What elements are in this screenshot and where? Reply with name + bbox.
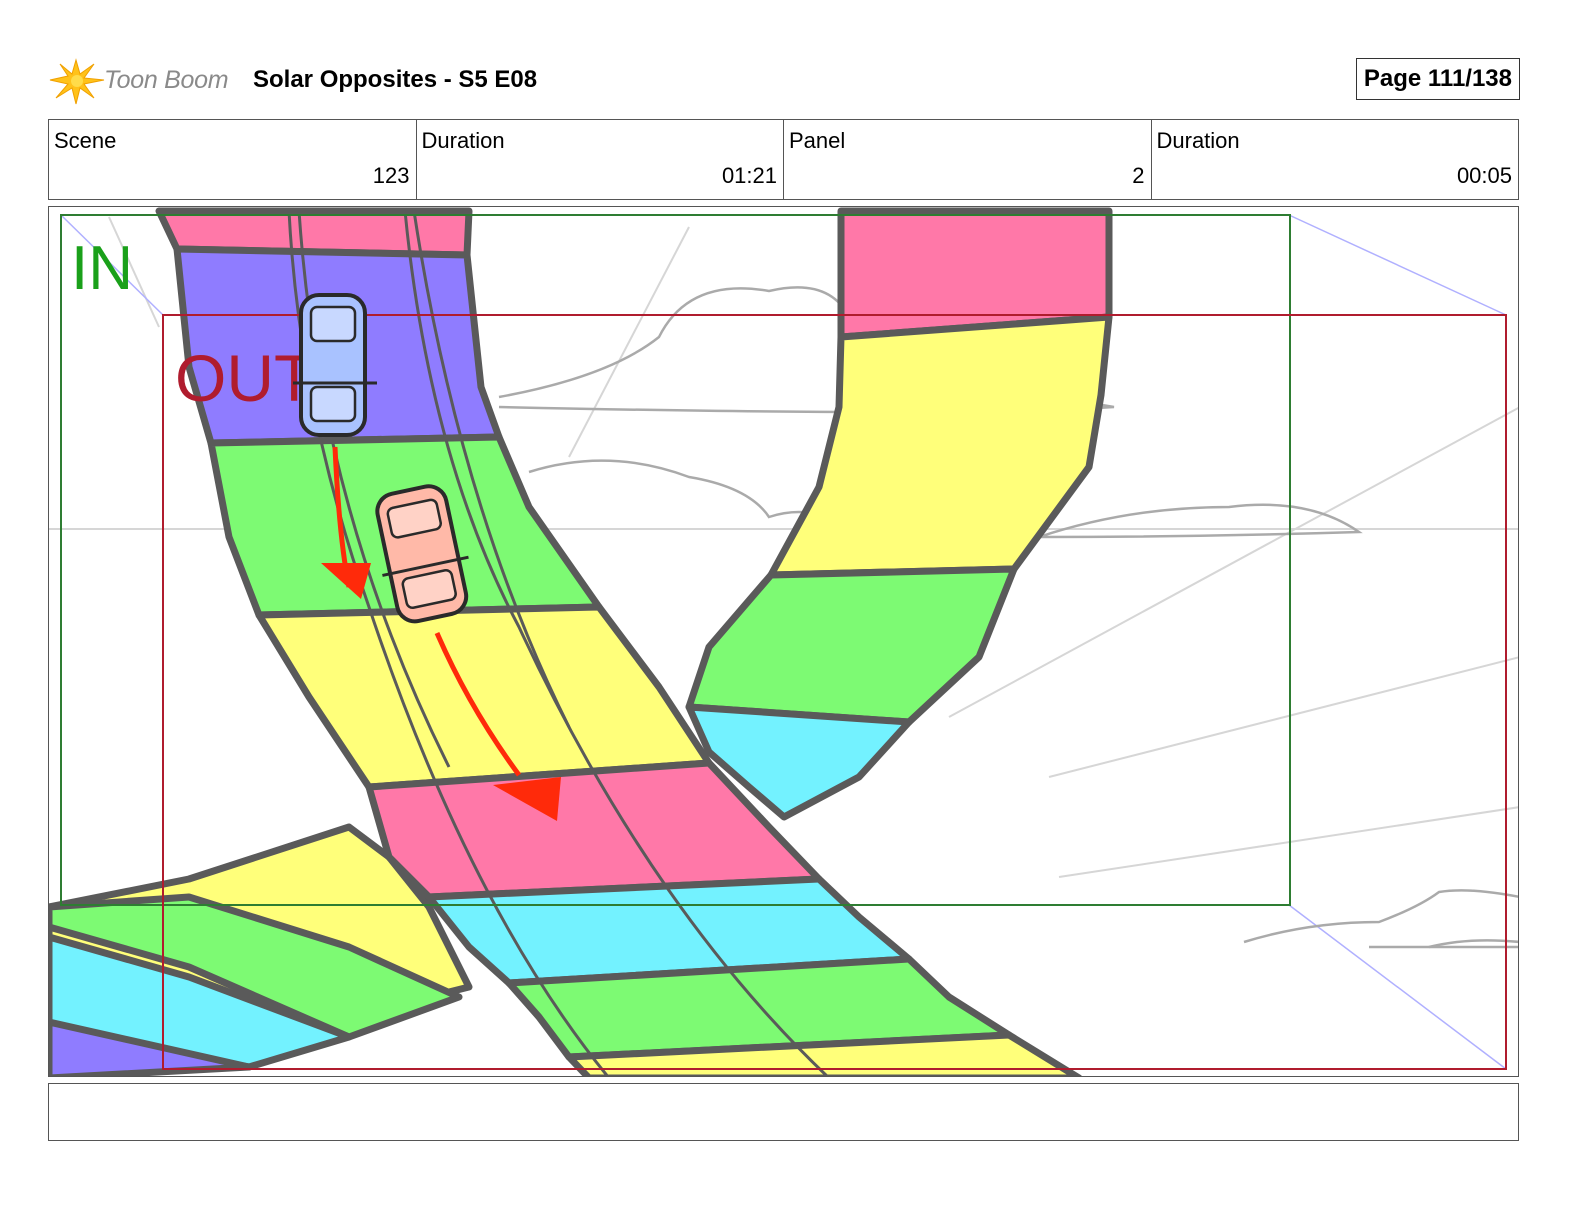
panel-duration-cell: Duration 00:05 <box>1152 120 1519 199</box>
scene-duration-label: Duration <box>421 128 505 153</box>
track-lower-left <box>49 823 473 1076</box>
panel-duration-label: Duration <box>1156 128 1240 153</box>
starburst-icon <box>49 58 105 105</box>
panel-cell: Panel 2 <box>784 120 1152 199</box>
panel-value: 2 <box>1132 163 1145 188</box>
storyboard-panel: IN OUT <box>48 206 1519 1077</box>
logo-text: Toon Boom <box>104 66 229 94</box>
scene-value: 123 <box>372 163 410 188</box>
pink-car <box>375 484 469 624</box>
out-frame <box>162 314 1507 1070</box>
scene-duration-value: 01:21 <box>721 163 777 188</box>
page-number: Page 111/138 <box>1355 58 1520 100</box>
scene-cell: Scene 123 <box>49 120 417 199</box>
panel-notes-box <box>48 1083 1519 1141</box>
track-loop-back <box>685 207 1113 821</box>
blue-car <box>293 293 377 437</box>
out-label: OUT <box>175 341 314 415</box>
panel-duration-value: 00:05 <box>1456 163 1512 188</box>
scene-info-table: Scene 123 Duration 01:21 Panel 2 Duratio… <box>48 119 1519 200</box>
document-title: Solar Opposites - S5 E08 <box>253 66 538 93</box>
in-frame <box>60 214 1291 906</box>
motion-arrows <box>321 446 561 821</box>
scene-label: Scene <box>54 128 117 153</box>
toon-boom-logo: Toon Boom <box>48 56 248 106</box>
in-label: IN <box>71 234 133 303</box>
scene-duration-cell: Duration 01:21 <box>417 120 784 199</box>
panel-label: Panel <box>789 128 846 153</box>
page-header: Toon Boom Solar Opposites - S5 E08 Page … <box>48 52 1520 108</box>
panel-drawing: IN OUT <box>49 207 1518 1076</box>
